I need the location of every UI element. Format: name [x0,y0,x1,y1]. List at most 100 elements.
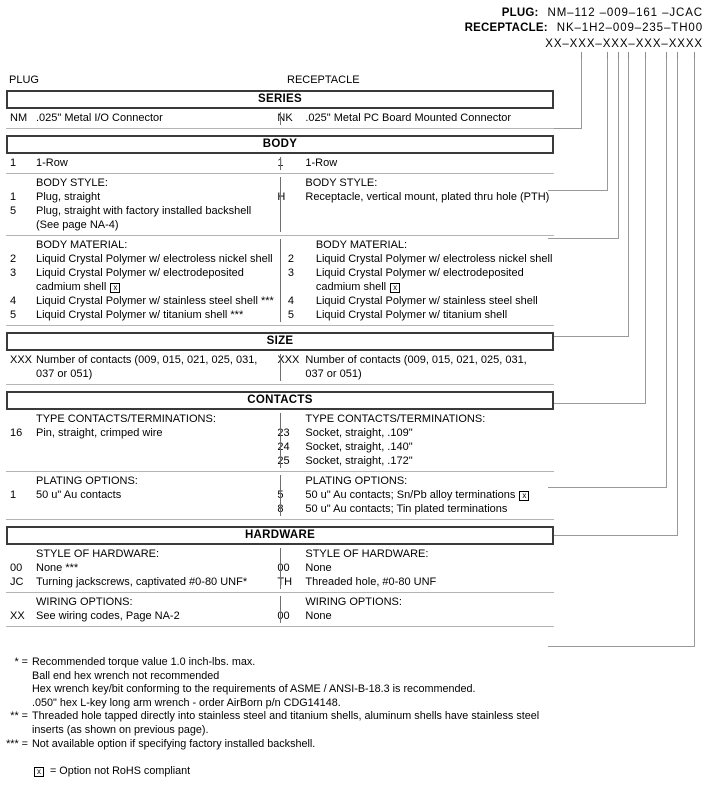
column-divider [280,596,281,623]
rohs-legend-text: = Option not RoHS compliant [50,765,191,778]
option-group-heading: WIRING OPTIONS: [305,596,402,608]
option-code: 24 [277,441,290,453]
option-code: 00 [10,562,23,574]
option-group-heading: BODY STYLE: [305,177,378,189]
option-description: None [305,562,332,574]
option-code: 8 [277,502,305,516]
option-description: Liquid Crystal Polymer w/ titanium shell [315,309,508,321]
footnote-line: Ball end hex wrench not recommended [32,669,220,682]
option-column-right: XXX Number of contacts (009, 015, 021, 02… [267,353,554,381]
option-description: Liquid Crystal Polymer w/ stainless stee… [315,295,538,307]
rohs-noncompliant-icon: x [34,767,44,778]
option-code: H [277,191,286,203]
option-description: See wiring codes, Page NA-2 [36,610,180,622]
option-description: 037 or 051) [305,368,362,380]
option-row: 550 u" Au contacts; Sn/Pb alloy terminat… [277,488,550,502]
option-code: 00 [277,610,290,622]
option-code: TH [277,576,293,588]
option-description: 50 u" Au contacts [36,489,122,501]
option-column-left: NM.025" Metal I/O Connector [6,111,267,125]
option-group-heading: PLATING OPTIONS: [36,475,138,487]
option-description: Liquid Crystal Polymer w/ stainless stee… [36,295,274,307]
option-row: 037 or 051) [277,367,550,381]
part-number-label-receptacle: RECEPTACLE: [464,22,548,34]
option-code: 16 [10,427,23,439]
option-column-right: NK.025" Metal PC Board Mounted Connector [267,111,554,125]
option-code: XXX [10,354,33,366]
option-row: 00 None *** [6,561,263,575]
option-code: 5 [277,488,305,502]
option-code: 5 [10,309,17,321]
footnotes: * = Recommended torque value 1.0 inch-lbs… [6,656,696,779]
footnote-text: Recommended torque value 1.0 inch-lbs. m… [32,656,696,710]
option-description: Number of contacts (009, 015, 021, 025, … [36,354,258,366]
option-code: 2 [287,253,294,265]
section-title-hardware: HARDWARE [6,526,554,545]
rohs-legend-marker: x [6,765,50,779]
option-description: None *** [36,562,79,574]
part-number-value-plug: NM–112 –009–161 –JCAC [547,7,703,19]
option-code: XXX [277,354,300,366]
option-group-heading: WIRING OPTIONS: [36,596,133,608]
option-row: H Receptacle, vertical mount, plated thru… [277,190,550,204]
section-title-contacts: CONTACTS [6,391,554,410]
part-number-row-plug: PLUG: NM–112 –009–161 –JCAC [0,6,703,21]
footnote-line: Threaded hole tapped directly into stain… [32,710,540,723]
option-description: 50 u" Au contacts; Tin plated terminatio… [305,503,508,515]
option-description: Liquid Crystal Polymer w/ electroless ni… [36,253,273,265]
option-code: 4 [10,295,17,307]
option-group-heading: BODY MATERIAL: [36,239,128,251]
footnote-text: Not available option if specifying facto… [32,738,696,752]
column-caption-receptacle: RECEPTACLE [287,74,360,86]
option-description: Receptacle, vertical mount, plated thru … [305,191,550,203]
option-code: NK [277,112,293,124]
option-description: 037 or 051) [36,368,93,380]
footnote-marker: * = [14,656,28,668]
option-code: NM [10,112,28,124]
column-divider [280,548,281,589]
column-divider [280,112,281,125]
column-divider [280,354,281,381]
option-code: 5 [10,205,17,217]
section-title-size: SIZE [6,332,554,351]
option-code: 3 [287,267,294,279]
option-description: Number of contacts (009, 015, 021, 025, … [305,354,527,366]
option-description: 50 u" Au contacts; Sn/Pb alloy terminati… [305,488,550,502]
footnote-marker: ** = [10,710,28,723]
part-number-value-generic: XX–XXX–XXX–XXX–XXXX [545,38,703,50]
footnote-line: inserts (as shown on previous page). [32,723,209,736]
footnote-line: Hex wrench key/bit conforming to the req… [32,683,476,696]
section-title-series: SERIES [6,90,554,109]
option-description: Liquid Crystal Polymer w/ titanium shell… [36,309,244,321]
footnote: * = Recommended torque value 1.0 inch-lbs… [6,656,696,710]
option-code: 1 [10,157,17,169]
